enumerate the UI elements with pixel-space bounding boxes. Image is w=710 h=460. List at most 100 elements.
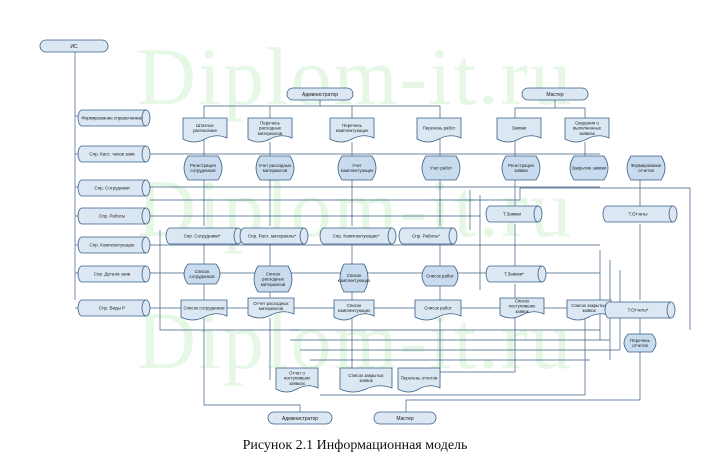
connector-line [320, 105, 441, 120]
svg-text:Список: Список [347, 273, 362, 278]
output-document: Список сотрудников [180, 299, 228, 321]
svg-text:Список: Список [195, 269, 210, 274]
svg-text:Спр. Комплектующие*: Спр. Комплектующие* [333, 234, 380, 239]
svg-text:комплектующих: комплектующих [341, 168, 374, 173]
connector-line [555, 107, 586, 120]
svg-text:Регистрация: Регистрация [190, 163, 216, 168]
svg-text:Отчет расходных: Отчет расходных [253, 301, 289, 306]
connector-lines [74, 46, 691, 412]
process-step: Учет работ [421, 155, 461, 181]
left-data-store: Спр. Сотрудники [77, 179, 151, 197]
left-data-store: Формирование справочников [77, 109, 151, 127]
svg-text:сотрудников: сотрудников [190, 168, 216, 173]
svg-text:Перечень: Перечень [260, 120, 280, 125]
svg-text:материалов: материалов [259, 306, 284, 311]
svg-text:Список закрытых: Список закрытых [571, 303, 607, 308]
svg-text:Спр. Виды Р: Спр. Виды Р [99, 306, 125, 311]
svg-text:Мастер: Мастер [396, 416, 414, 422]
svg-text:поступивших: поступивших [509, 304, 536, 309]
svg-text:Закрытие заявки: Закрытие заявки [572, 166, 607, 171]
svg-text:отчетов: отчетов [632, 343, 648, 348]
svg-text:комплектующих: комплектующих [338, 308, 371, 313]
svg-text:Перечень: Перечень [342, 123, 362, 128]
svg-text:Т.Отчеты: Т.Отчеты [628, 212, 647, 217]
svg-text:заявки: заявки [514, 168, 528, 173]
actor-master-bottom: Мастер [373, 411, 437, 425]
middle-data-store: Спр. Комплектующие* [319, 227, 397, 245]
svg-text:отчетов: отчетов [638, 168, 654, 173]
middle-data-store: Т.Отчеты [602, 205, 678, 223]
svg-text:Спр. Касс. чеков заяв: Спр. Касс. чеков заяв [89, 152, 135, 157]
svg-text:Т.Отчеты*: Т.Отчеты* [628, 308, 649, 313]
svg-text:комплектующих: комплектующих [338, 278, 371, 283]
output-document: Список работ [414, 299, 462, 321]
svg-text:Спр. Работы*: Спр. Работы* [412, 234, 440, 239]
left-data-store: Спр. Касс. чеков заяв [77, 145, 151, 163]
middle-data-store: Т.Заявки [485, 205, 543, 223]
svg-text:заявках: заявках [579, 131, 596, 136]
actor-admin-bottom: Администратор [267, 411, 333, 425]
svg-text:заявках: заявках [289, 381, 306, 386]
svg-text:Спр. Работы: Спр. Работы [99, 214, 125, 219]
connector-line [514, 100, 556, 120]
svg-text:Список работ: Список работ [424, 306, 452, 311]
input-document: Заявки [496, 117, 542, 143]
report-document: Перечень отчетов [397, 367, 441, 393]
svg-text:заявок: заявок [359, 378, 373, 383]
svg-text:Список закрытых: Список закрытых [348, 373, 384, 378]
svg-text:материалов: материалов [261, 282, 286, 287]
svg-text:Учет расходных: Учет расходных [259, 163, 292, 168]
svg-text:расходных: расходных [259, 126, 282, 131]
svg-text:поступивших: поступивших [284, 376, 311, 381]
connector-line [420, 318, 516, 373]
figure-caption: Рисунок 2.1 Информационная модель [242, 438, 468, 453]
left-data-store: Спр. Комплектующие [77, 236, 151, 254]
svg-text:Т.Заявки*: Т.Заявки* [504, 272, 524, 277]
svg-text:выполненных: выполненных [573, 126, 602, 131]
svg-text:Отчет о: Отчет о [289, 370, 305, 375]
svg-text:Администратор: Администратор [282, 416, 318, 422]
left-data-store: Спр. Работы [77, 207, 151, 225]
svg-text:Перечень: Перечень [630, 338, 650, 343]
svg-text:расписание: расписание [193, 128, 217, 133]
middle-data-store: Т.Заявки* [485, 265, 547, 283]
svg-text:Учет работ: Учет работ [430, 166, 452, 171]
svg-text:Спр. Сотрудники*: Спр. Сотрудники* [184, 234, 221, 239]
svg-text:Администратор: Администратор [302, 92, 338, 98]
svg-text:Список: Список [515, 298, 530, 303]
svg-text:материалов: материалов [263, 168, 288, 173]
middle-data-store: Спр. Расх. материалы* [239, 227, 309, 245]
actor-admin-top: Администратор [286, 87, 354, 101]
svg-text:Спр. Сотрудники: Спр. Сотрудники [94, 186, 130, 191]
actor-ic: ИС [39, 39, 109, 53]
svg-text:материалов: материалов [258, 131, 283, 136]
svg-text:заявок: заявок [515, 309, 529, 314]
svg-text:Заявки: Заявки [512, 126, 527, 131]
process-step: Закрытие заявки [569, 155, 609, 181]
connector-line [405, 352, 641, 412]
svg-text:Перечень отчетов: Перечень отчетов [401, 376, 438, 381]
svg-text:Мастер: Мастер [546, 92, 564, 98]
svg-text:Штатное: Штатное [196, 123, 214, 128]
connector-line [150, 187, 691, 330]
svg-text:Т.Заявки: Т.Заявки [503, 212, 522, 217]
svg-text:Формирование: Формирование [631, 163, 662, 168]
